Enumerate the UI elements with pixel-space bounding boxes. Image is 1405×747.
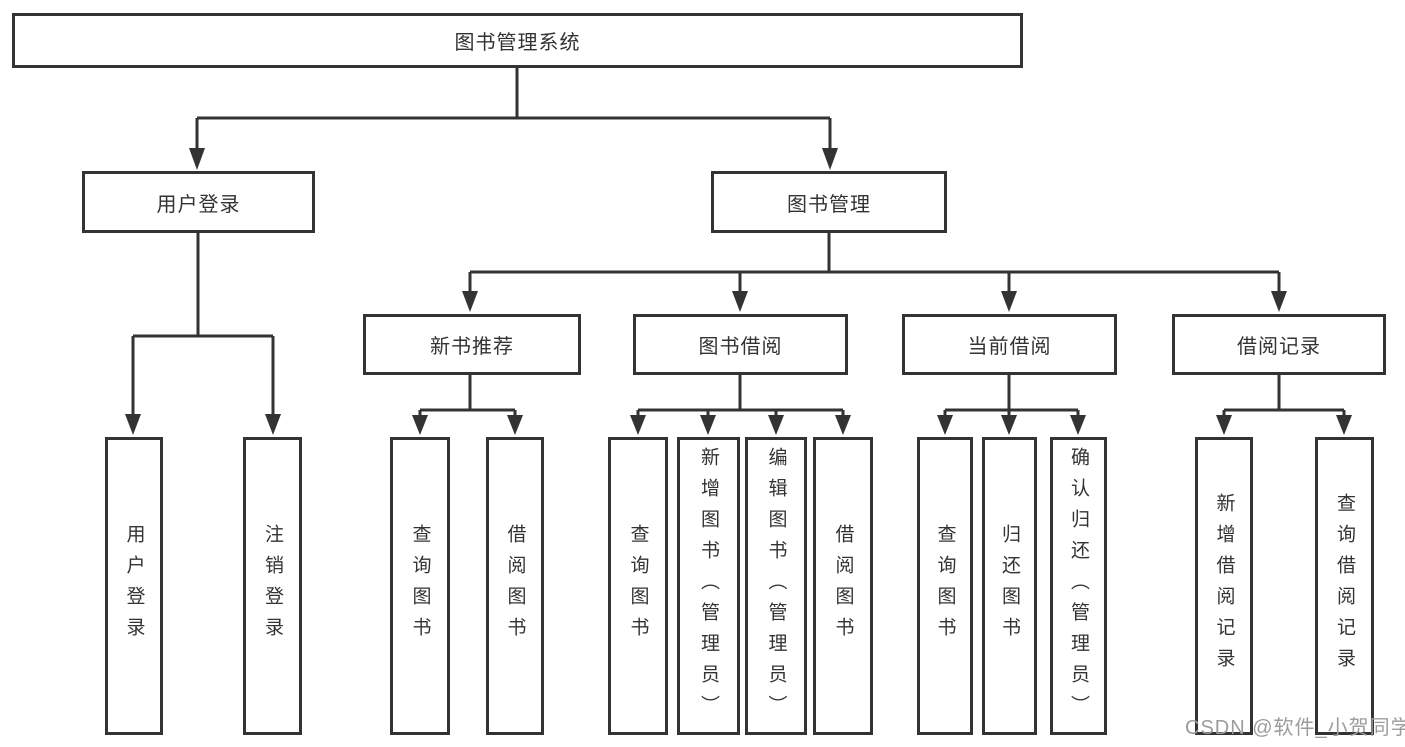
arrow-cb-confirm [1070, 415, 1086, 435]
leaf-cb-query-books: 查询图书 [917, 437, 973, 735]
arrow-leaf-user-login [125, 414, 141, 435]
leaf-bb-add-books-admin: 新增图书（管理员） [677, 437, 740, 735]
node-current-borrowing: 当前借阅 [902, 314, 1117, 375]
connector-borrowing-rail [636, 375, 845, 417]
node-user-login: 用户登录 [82, 171, 315, 233]
arrow-cb-query [937, 415, 953, 435]
leaf-nb-borrow-books: 借阅图书 [486, 437, 544, 735]
node-new-book-recommend: 新书推荐 [363, 314, 581, 375]
node-library-system: 图书管理系统 [12, 13, 1023, 68]
leaf-bb-query-books: 查询图书 [608, 437, 668, 735]
arrow-br-add [1216, 415, 1232, 435]
arrow-current-borrow [1001, 291, 1017, 312]
connector-book-mgmt-rail [468, 233, 1281, 293]
connector-current-rail [943, 375, 1080, 417]
leaf-bb-borrow-books: 借阅图书 [813, 437, 873, 735]
watermark: CSDN @软件_小贺同学 [1185, 717, 1405, 739]
arrow-br-query [1336, 415, 1352, 435]
node-borrow-records: 借阅记录 [1172, 314, 1386, 375]
arrow-book-mgmt [822, 148, 838, 170]
leaf-logout: 注销登录 [243, 437, 302, 735]
connector-arrow-shafts-level2 [195, 118, 832, 150]
node-book-management: 图书管理 [711, 171, 947, 233]
node-book-borrowing: 图书借阅 [633, 314, 848, 375]
arrow-bb-query [630, 415, 646, 435]
connector-user-login-rail [131, 233, 275, 416]
arrow-borrowing [732, 291, 748, 312]
arrow-user-login [189, 148, 205, 170]
leaf-bb-edit-books-admin: 编辑图书（管理员） [745, 437, 807, 735]
arrow-leaf-logout [265, 414, 281, 435]
arrow-nb-query [412, 415, 428, 435]
connector-new-books-rail [418, 375, 517, 417]
leaf-br-query-record: 查询借阅记录 [1315, 437, 1374, 735]
leaf-cb-confirm-return-admin: 确认归还（管理员） [1050, 437, 1107, 735]
arrow-bb-borrow [835, 415, 851, 435]
connector-records-rail [1222, 375, 1346, 417]
arrow-bb-add [700, 415, 716, 435]
arrow-new-books [462, 291, 478, 312]
connector-root-rail [197, 68, 830, 120]
arrow-cb-return [1001, 415, 1017, 435]
leaf-cb-return-books: 归还图书 [982, 437, 1037, 735]
leaf-nb-query-books: 查询图书 [390, 437, 450, 735]
leaf-br-add-record: 新增借阅记录 [1195, 437, 1253, 735]
leaf-user-login: 用户登录 [105, 437, 163, 735]
arrow-borrow-records [1271, 291, 1287, 312]
arrow-bb-edit [768, 415, 784, 435]
arrow-nb-borrow [507, 415, 523, 435]
